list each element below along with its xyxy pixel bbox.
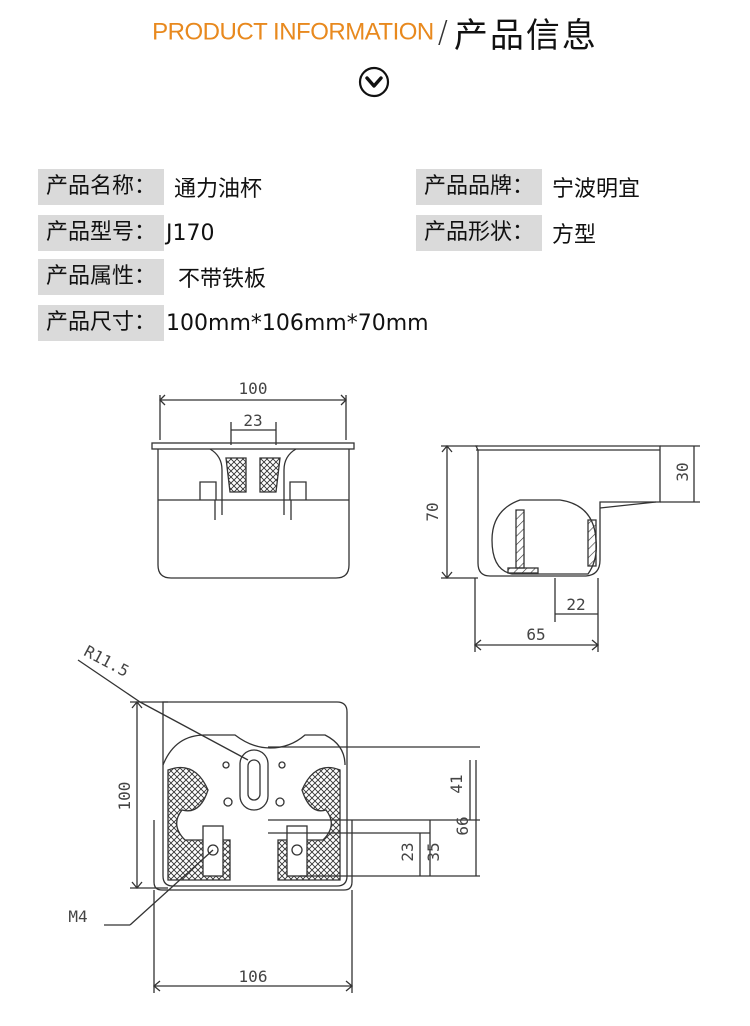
dim-top-height: 100: [115, 782, 134, 811]
spec-name-value: 通力油杯: [174, 177, 263, 202]
chevron-down-circle-icon: [358, 66, 390, 98]
spec-attr-label: 产品属性：: [38, 259, 165, 295]
spec-shape-label: 产品形状：: [416, 215, 543, 251]
technical-drawing: 100 23 70 30 22 65 R11.5 100 41 66 23 35…: [68, 379, 700, 993]
dim-front-width: 100: [239, 379, 268, 398]
spec-size-label: 产品尺寸：: [38, 305, 165, 341]
spec-brand-label: 产品品牌：: [416, 169, 543, 205]
spec-row-brand: 产品品牌： 宁波明宜: [416, 169, 640, 205]
dim-23: 23: [398, 842, 417, 861]
dim-side-depth: 65: [526, 625, 545, 644]
spec-model-value: J170: [166, 220, 215, 246]
dim-thread: M4: [68, 907, 87, 926]
spec-row-name: 产品名称： 通力油杯: [38, 169, 262, 205]
spec-row-size: 产品尺寸： 100mm*106mm*70mm: [38, 305, 429, 341]
spec-row-attr: 产品属性： 不带铁板: [38, 259, 266, 295]
dim-side-height: 70: [423, 502, 442, 521]
dim-66: 66: [453, 816, 472, 835]
spec-size-value: 100mm*106mm*70mm: [166, 310, 429, 336]
dim-side-top: 30: [673, 462, 692, 481]
dim-bottom-width: 106: [239, 967, 268, 986]
header-separator: /: [437, 15, 448, 50]
spec-brand-value: 宁波明宜: [552, 177, 641, 202]
spec-model-label: 产品型号：: [38, 215, 165, 251]
dim-35: 35: [424, 842, 443, 861]
dim-side-foot: 22: [566, 595, 585, 614]
spec-row-shape: 产品形状： 方型: [416, 215, 596, 251]
header-title-cn: 产品信息: [453, 16, 598, 56]
dim-front-slot: 23: [243, 411, 262, 430]
header-title-en: PRODUCT INFORMATION: [152, 18, 434, 46]
side-view: [441, 444, 700, 652]
top-view: [77, 659, 480, 993]
spec-attr-value: 不带铁板: [178, 267, 267, 292]
spec-shape-value: 方型: [552, 223, 597, 248]
dim-radius: R11.5: [81, 641, 132, 680]
section-header: PRODUCT INFORMATION/产品信息: [0, 8, 750, 57]
dim-41: 41: [447, 774, 466, 793]
spec-name-label: 产品名称：: [38, 169, 165, 205]
spec-row-model: 产品型号： J170: [38, 215, 215, 251]
front-view: [151, 394, 355, 579]
